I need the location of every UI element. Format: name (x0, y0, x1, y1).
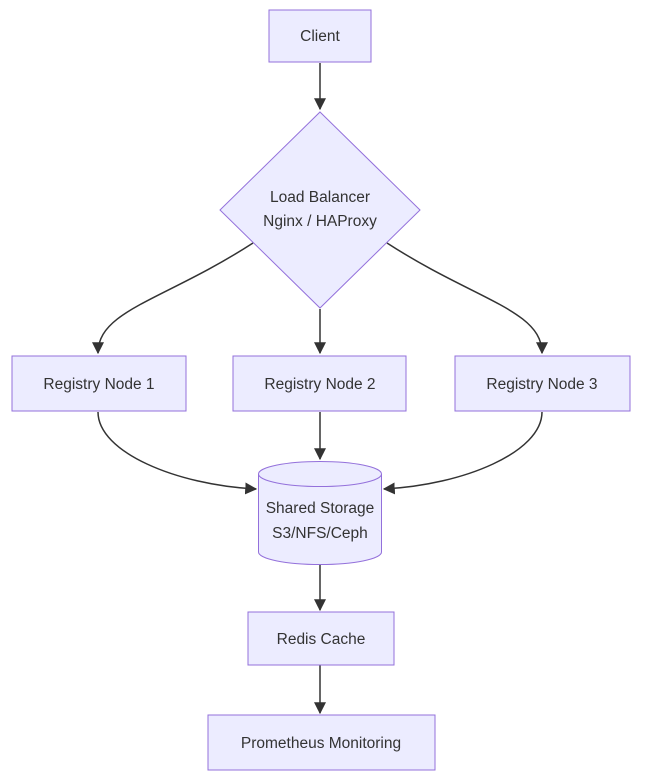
registry-node-2-label: Registry Node 2 (264, 376, 375, 393)
redis-cache-label: Redis Cache (277, 631, 366, 648)
load-balancer-label-line1: Load Balancer (270, 189, 370, 206)
shared-storage-label-line2: S3/NFS/Ceph (272, 525, 368, 542)
shared-storage-node: Shared Storage S3/NFS/Ceph (258, 461, 382, 565)
registry-node-1: Registry Node 1 (11, 355, 187, 412)
load-balancer-diamond (219, 111, 421, 309)
edges-layer (92, 63, 548, 715)
edge-registry-node-1-to-shared-storage (97, 411, 258, 495)
client-node: Client (268, 9, 372, 63)
load-balancer-node: Load Balancer Nginx / HAProxy (219, 111, 421, 309)
registry-node-1-label: Registry Node 1 (43, 376, 154, 393)
edge-registry-node-3-to-shared-storage (382, 411, 543, 495)
registry-node-3-label: Registry Node 3 (486, 376, 597, 393)
prometheus-box (207, 714, 436, 771)
shared-storage-label-line1: Shared Storage (266, 500, 375, 517)
prometheus-label: Prometheus Monitoring (241, 735, 401, 752)
registry-node-3: Registry Node 3 (454, 355, 631, 412)
client-node-box (268, 9, 372, 63)
registry-node-2-box (232, 355, 407, 412)
edge-load-balancer-to-registry-node-1 (92, 242, 254, 355)
registry-node-1-box (11, 355, 187, 412)
redis-cache-box (247, 611, 395, 666)
shared-storage-cylinder-top (258, 461, 382, 487)
edge-load-balancer-to-registry-node-3 (386, 242, 548, 355)
load-balancer-label-line2: Nginx / HAProxy (263, 213, 377, 230)
client-node-label: Client (300, 28, 340, 45)
registry-node-2: Registry Node 2 (232, 355, 407, 412)
redis-cache-node: Redis Cache (247, 611, 395, 666)
nodes-layer: Client Load Balancer Nginx / HAProxy Reg… (11, 9, 631, 771)
registry-node-3-box (454, 355, 631, 412)
prometheus-node: Prometheus Monitoring (207, 714, 436, 771)
shared-storage-cylinder-body (258, 474, 382, 565)
